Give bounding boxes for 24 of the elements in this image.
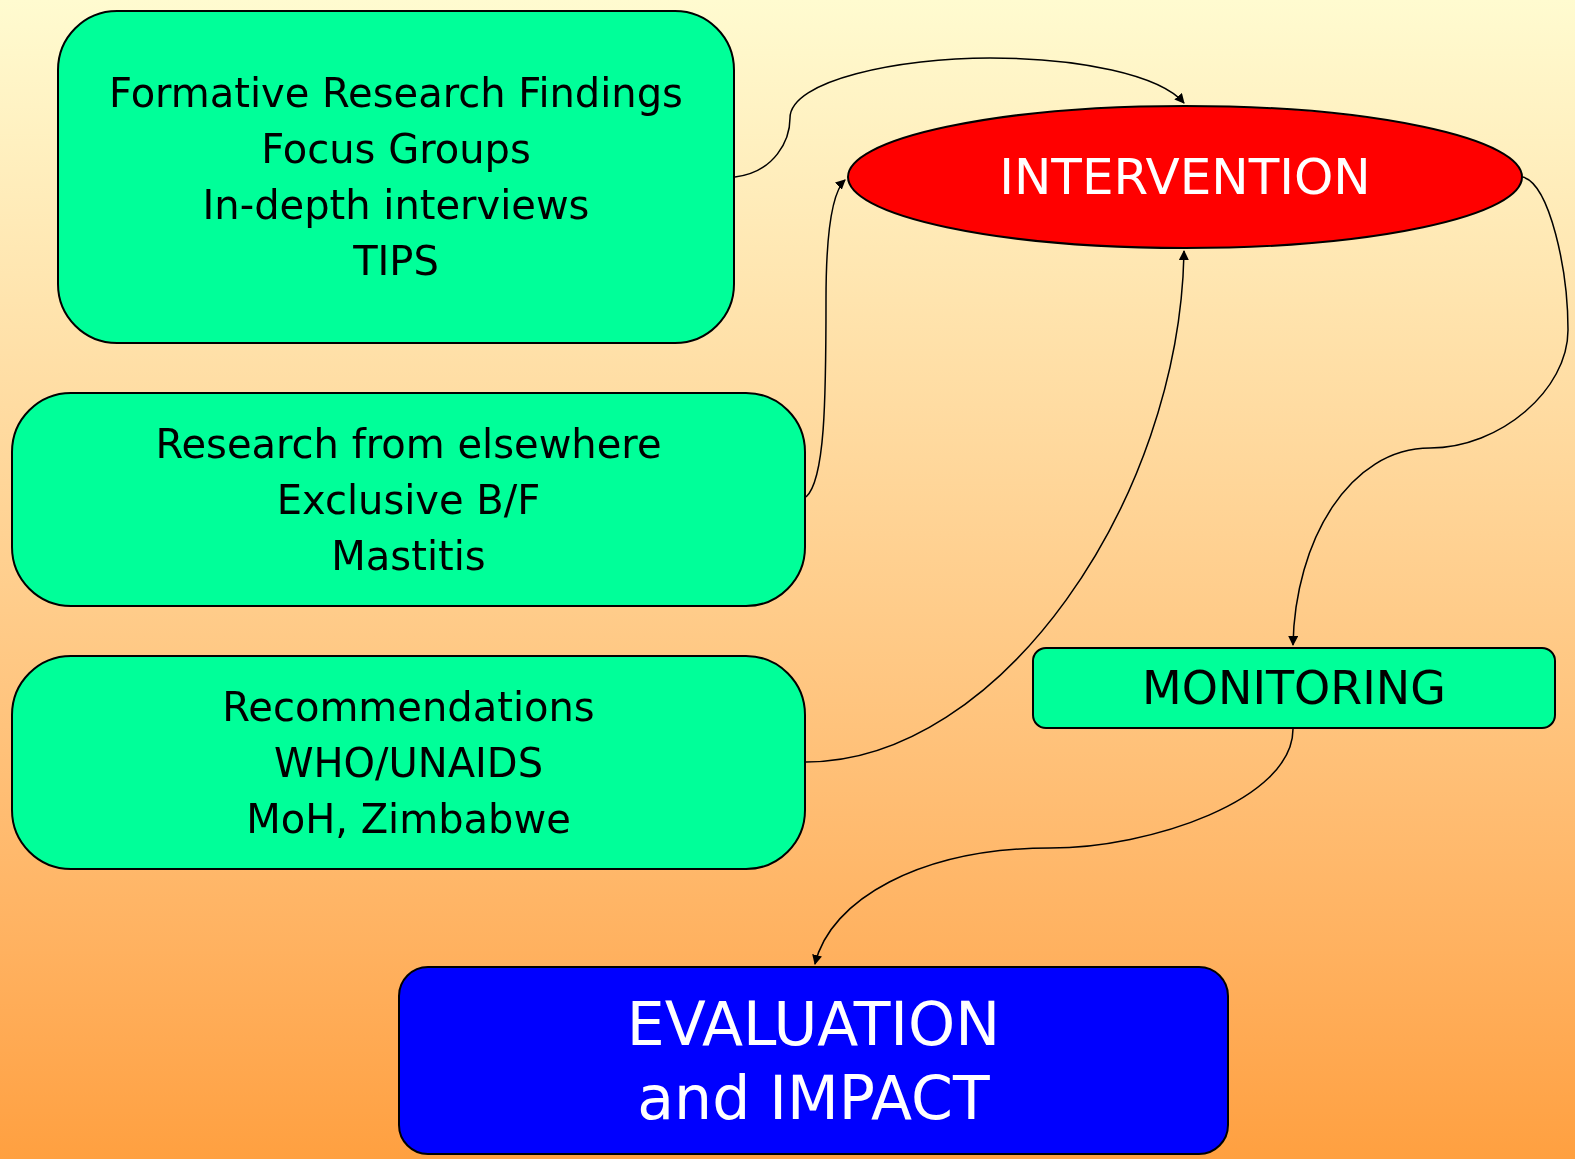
node-text: WHO/UNAIDS (273, 738, 544, 788)
node-text: MoH, Zimbabwe (246, 794, 571, 844)
node-text: INTERVENTION (999, 147, 1371, 207)
node-text: Exclusive B/F (276, 475, 541, 525)
arrow (805, 179, 846, 498)
node-text: Focus Groups (261, 125, 531, 174)
arrow (1288, 176, 1569, 646)
rounded-box (11, 392, 806, 607)
arrow (813, 728, 1294, 965)
node-text: In-depth interviews (202, 181, 590, 230)
node-text: Formative Research Findings (109, 69, 683, 118)
node-text: EVALUATION and IMPACT (625, 987, 1002, 1135)
arrow (805, 250, 1189, 763)
node-text: MONITORING (1142, 660, 1446, 716)
node-text: Research from elsewhere (155, 419, 662, 469)
rounded-box (57, 10, 735, 344)
node-text: Recommendations (222, 682, 595, 732)
rounded-box (398, 966, 1229, 1155)
rounded-box (1032, 647, 1556, 729)
node-text: Mastitis (331, 531, 486, 581)
rounded-box (11, 655, 806, 870)
node-text: TIPS (353, 237, 439, 286)
ellipse-node (847, 105, 1523, 249)
arrow (734, 57, 1185, 178)
